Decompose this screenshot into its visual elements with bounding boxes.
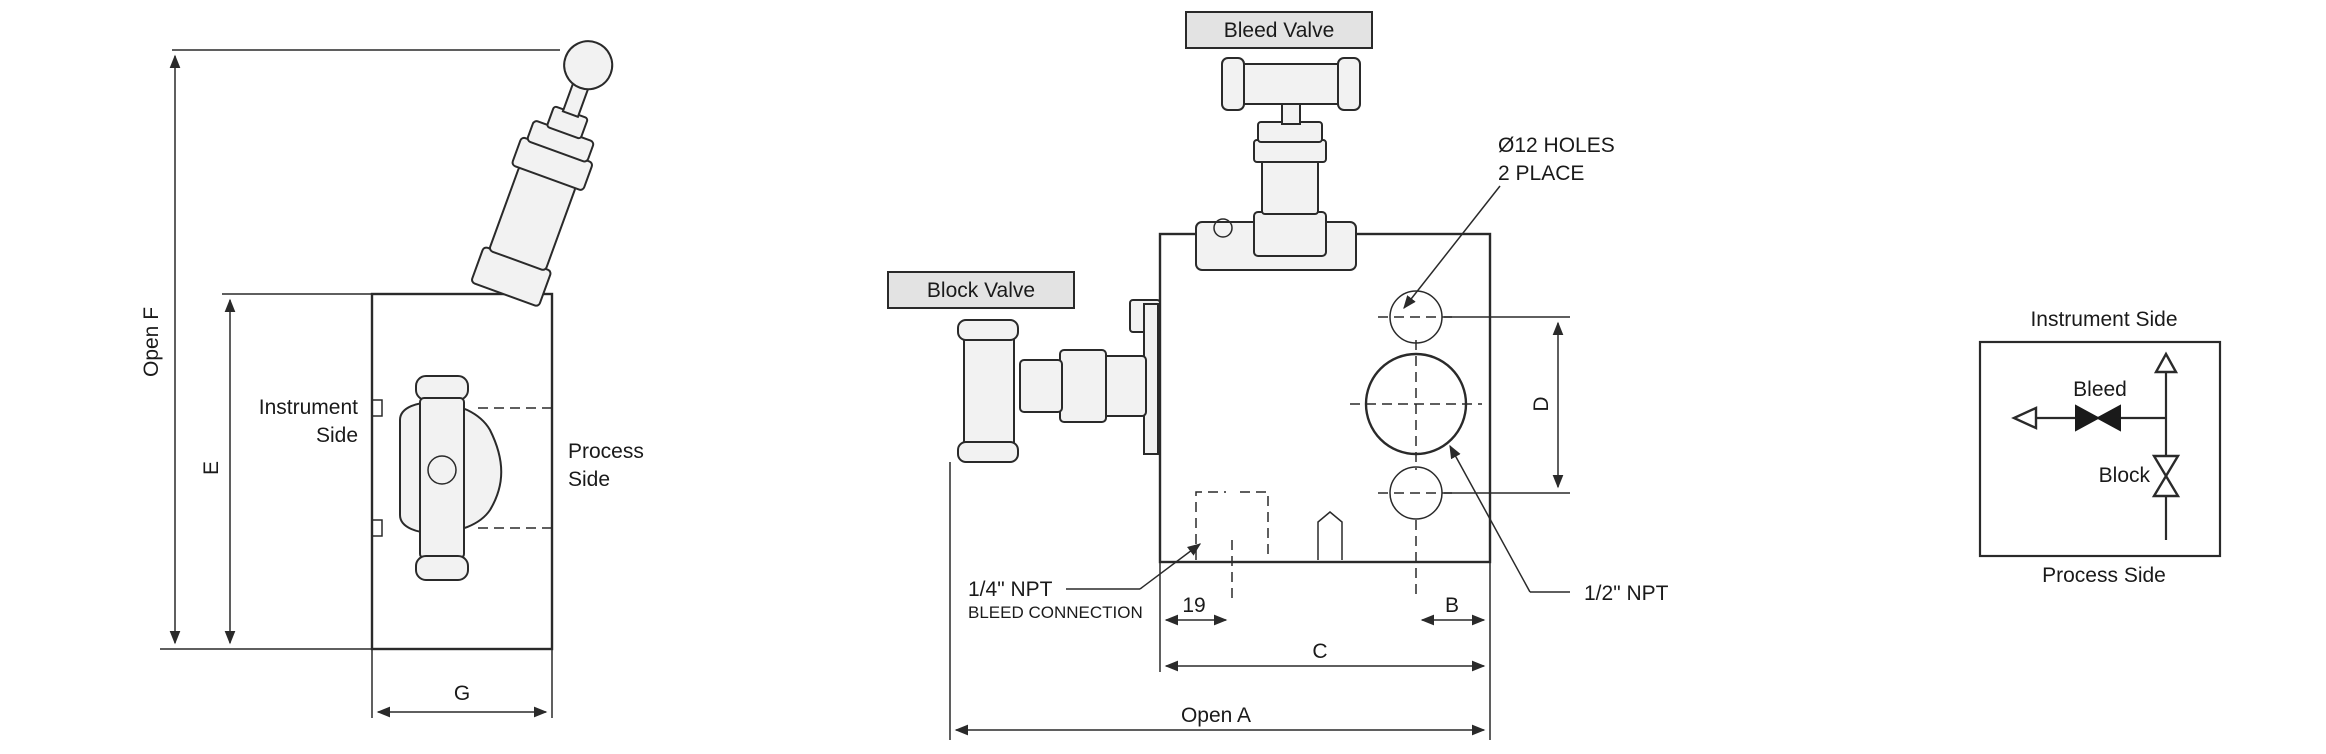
dim-g: G	[454, 682, 470, 705]
schematic-vent-arrow	[2011, 406, 2038, 430]
side-view-bleed-valve	[471, 40, 614, 307]
process-side-line2: Side	[568, 468, 610, 491]
instrument-side-line1: Instrument	[259, 396, 358, 419]
front-view-bleed-valve	[1195, 57, 1361, 271]
dim-open-f: Open F	[140, 307, 163, 377]
schematic-instrument-side: Instrument Side	[2030, 308, 2177, 331]
bleed-connection-label: BLEED CONNECTION	[968, 603, 1143, 622]
bleed-valve-tag	[1185, 11, 1373, 49]
bleed-valve-tag-label: Bleed Valve	[1224, 19, 1335, 42]
dim-19: 19	[1182, 594, 1205, 617]
schematic-bleed-label: Bleed	[2073, 378, 2127, 401]
dim-open-a: Open A	[1181, 704, 1251, 727]
process-side-line1: Process	[568, 440, 644, 463]
schematic-process-side: Process Side	[2042, 564, 2166, 587]
dim-e: E	[200, 461, 223, 475]
holes-note-line2: 2 PLACE	[1498, 162, 1584, 185]
npt-quarter-label: 1/4" NPT	[968, 578, 1053, 601]
block-valve-tag	[887, 271, 1075, 309]
front-view: Bleed Valve Block Valve Ø12 HOLES 2 PLAC…	[887, 11, 1669, 740]
schematic-bleed-valve-symbol	[2075, 404, 2121, 432]
instrument-side-line2: Side	[316, 424, 358, 447]
schematic-instrument-arrow	[2153, 351, 2179, 374]
holes-note-line1: Ø12 HOLES	[1498, 134, 1615, 157]
side-view: Open F E G Instrument Side Process Side	[140, 40, 644, 718]
schematic-block-label: Block	[2099, 464, 2151, 487]
schematic-frame	[1978, 340, 2222, 558]
dim-c: C	[1312, 640, 1327, 663]
dim-b: B	[1445, 594, 1459, 617]
block-valve-tag-label: Block Valve	[927, 279, 1035, 302]
schematic-block-valve-symbol	[2151, 454, 2181, 498]
side-view-block-valve	[399, 375, 503, 581]
front-view-block-valve	[957, 299, 1161, 463]
valve-schematic: Instrument Side Bleed Block Process Side	[1978, 308, 2222, 587]
npt-half-label: 1/2" NPT	[1584, 582, 1669, 605]
dim-d: D	[1530, 396, 1553, 411]
